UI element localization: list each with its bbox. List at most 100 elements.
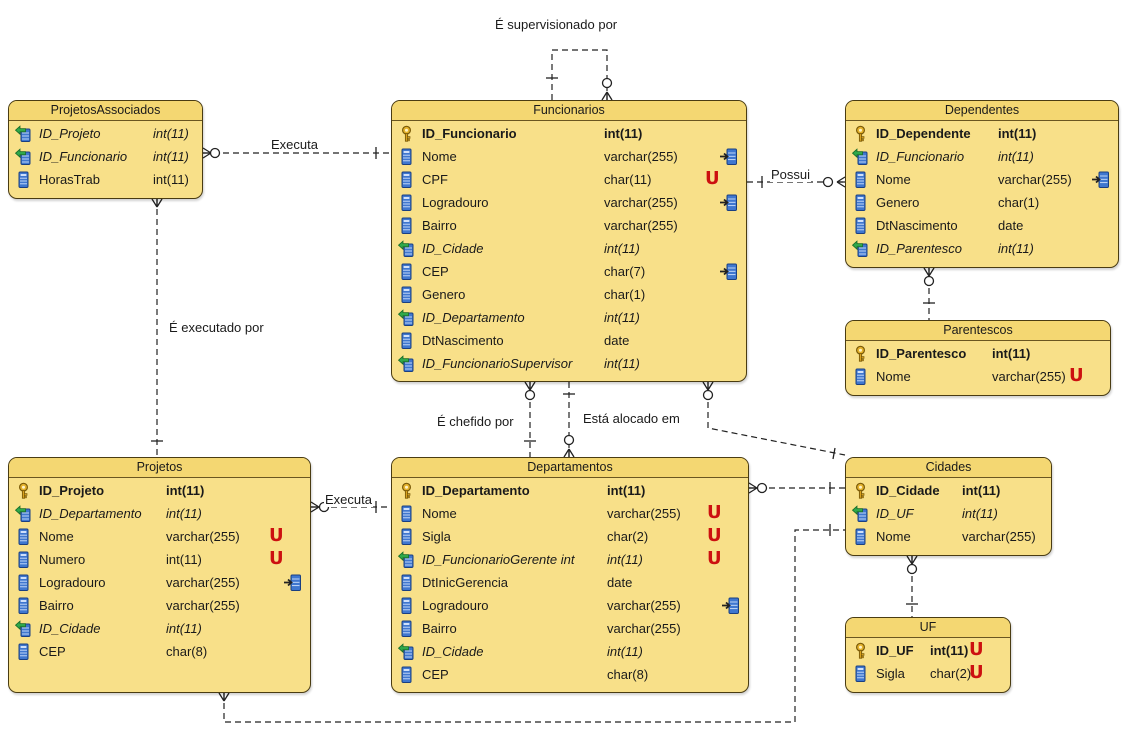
cardinality-many-mark [202,147,212,159]
cardinality-zero-mark [756,482,768,494]
column-icon [852,194,869,211]
column-name: Bairro [422,621,457,636]
column-name: Sigla [876,666,905,681]
foreign-key-icon [397,309,415,326]
relationship-label-executa-assoc: Executa [270,137,319,152]
cardinality-zero-mark [822,176,834,188]
column-name: ID_FuncionarioSupervisor [422,356,573,371]
column-name: CEP [422,667,449,682]
entity-title[interactable]: Dependentes [846,101,1118,121]
column-type: varchar(255) [992,369,1066,384]
foreign-key-icon [397,355,415,372]
column-row[interactable]: Bairro varchar(255) [9,594,310,617]
column-name: ID_FuncionarioGerente int [422,552,575,567]
cardinality-many-mark [151,198,163,208]
cardinality-many-mark [563,448,575,458]
cardinality-one-mark [832,447,836,460]
primary-key-icon [852,482,869,499]
entity-title[interactable]: Projetos [9,458,310,478]
column-icon [398,574,415,591]
column-type: varchar(255) [604,195,678,210]
column-type: int(11) [153,172,189,187]
column-type: char(1) [604,287,646,302]
relationship-label-chefiado: É chefido por [436,414,515,429]
column-type: int(11) [166,552,202,567]
entity-title[interactable]: UF [846,618,1010,638]
column-icon [398,148,415,165]
column-name: Logradouro [422,598,489,613]
column-name: ID_Projeto [39,126,101,141]
relationship-label-possui: Possui [770,167,812,182]
column-type: int(11) [930,643,969,658]
unique-key-icon: U [1069,365,1084,386]
column-row[interactable]: ID_FuncionarioSupervisor int(11) [392,352,746,375]
entity-title[interactable]: Parentescos [846,321,1110,341]
column-name: ID_Parentesco [876,346,967,361]
entity-title[interactable]: Cidades [846,458,1051,478]
column-name: Bairro [39,598,74,613]
entity-title[interactable]: ProjetosAssociados [9,101,202,121]
entity-title[interactable]: Funcionarios [392,101,746,121]
column-name: ID_Departamento [39,506,142,521]
entity-title[interactable]: Departamentos [392,458,748,478]
column-type: char(8) [166,644,208,659]
column-icon [398,171,415,188]
column-type: varchar(255) [166,598,240,613]
column-name: Numero [39,552,86,567]
column-name: Sigla [422,529,451,544]
column-name: DtNascimento [422,333,504,348]
column-type: int(11) [604,356,640,371]
column-name: ID_Departamento [422,483,530,498]
